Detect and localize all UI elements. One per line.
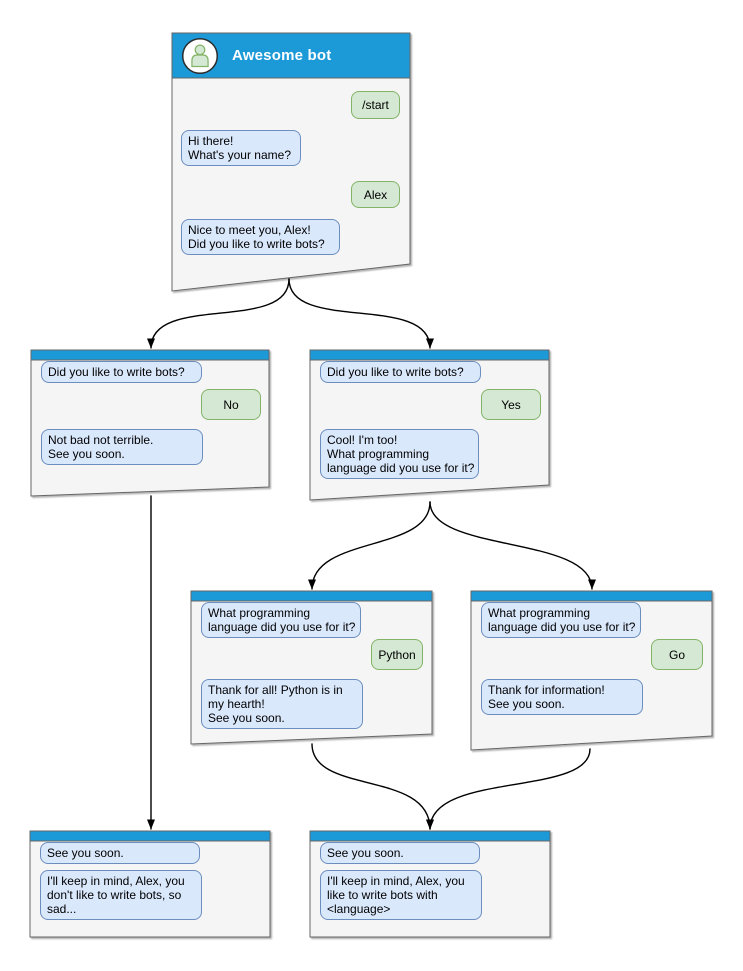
bot-message: Did you like to write bots?	[320, 361, 481, 383]
connector-go-to-end-yes	[426, 748, 591, 830]
chat-window-branch-yes: Did you like to write bots? Yes Cool! I'…	[310, 350, 549, 500]
user-message: /start	[351, 91, 400, 119]
connector-yes-to-go	[429, 501, 596, 590]
bot-message: What programming language did you use fo…	[201, 602, 361, 638]
connector-root-to-no	[147, 278, 290, 349]
bot-message: Did you like to write bots?	[41, 361, 202, 383]
bot-message: See you soon.	[40, 842, 200, 864]
chat-window-branch-python: What programming language did you use fo…	[191, 591, 432, 744]
user-message: No	[201, 389, 261, 420]
user-message: Python	[371, 639, 423, 670]
bot-message: Hi there! What's your name?	[181, 130, 301, 166]
user-message: Go	[651, 639, 703, 670]
person-icon	[181, 37, 219, 74]
user-message: Alex	[351, 181, 400, 208]
user-message: Yes	[481, 389, 541, 420]
bot-message: Thank for all! Python is in my hearth! S…	[201, 679, 363, 729]
chat-window-branch-no: Did you like to write bots? No Not bad n…	[31, 350, 269, 496]
bot-message: I'll keep in mind, Alex, you don't like …	[40, 870, 202, 920]
connector-python-to-end-yes	[311, 743, 434, 830]
connector-yes-to-python	[308, 501, 431, 590]
connector-root-to-yes	[288, 278, 434, 349]
window-title: Awesome bot	[232, 47, 332, 64]
bot-message: Not bad not terrible. See you soon.	[41, 429, 203, 465]
chat-window-branch-go: What programming language did you use fo…	[471, 591, 712, 750]
window-header: Awesome bot	[172, 33, 410, 78]
chat-window-end-yes: See you soon. I'll keep in mind, Alex, y…	[310, 831, 550, 937]
bot-message: Thank for information! See you soon.	[481, 679, 643, 715]
bot-message: Nice to meet you, Alex! Did you like to …	[181, 219, 340, 255]
bot-message: I'll keep in mind, Alex, you like to wri…	[320, 870, 482, 920]
chat-window-end-no: See you soon. I'll keep in mind, Alex, y…	[30, 831, 270, 937]
bot-message: See you soon.	[320, 842, 480, 864]
bot-message: Cool! I'm too! What programming language…	[320, 429, 479, 479]
bot-message: What programming language did you use fo…	[481, 602, 641, 638]
chat-window-root: Awesome bot /start Hi there! What's your…	[172, 33, 410, 291]
